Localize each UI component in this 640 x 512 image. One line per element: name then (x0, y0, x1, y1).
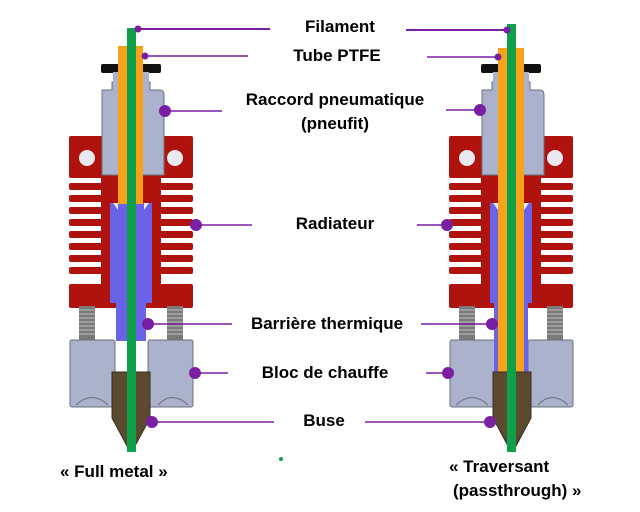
hotend-full-metal (69, 28, 194, 452)
label-barriere: Barrière thermique (250, 314, 404, 333)
label-ptfe: Tube PTFE (293, 46, 381, 65)
screw (547, 306, 563, 340)
hotend-passthrough (449, 24, 574, 452)
stray-dot (279, 457, 283, 461)
caption-full-metal: « Full metal » (60, 462, 168, 481)
screw (167, 306, 183, 340)
mount-hole (79, 150, 95, 166)
caption-passthrough-1: « Traversant (449, 457, 550, 476)
leader-lines (134, 25, 511, 428)
heater-block-right (449, 339, 574, 408)
screw (459, 306, 475, 340)
filament-left (127, 28, 136, 452)
mount-hole (167, 150, 183, 166)
screw (79, 306, 95, 340)
label-bloc: Bloc de chauffe (261, 363, 389, 382)
mount-hole (459, 150, 475, 166)
filament-right (507, 24, 516, 452)
heater-block-left (69, 339, 194, 408)
label-pneufit: Raccord pneumatique (245, 90, 425, 109)
label-buse: Buse (303, 411, 345, 430)
label-radiateur: Radiateur (295, 214, 375, 233)
label-pneufit-sub: (pneufit) (301, 114, 369, 133)
mount-hole (547, 150, 563, 166)
label-filament: Filament (305, 17, 375, 36)
caption-passthrough-2: (passthrough) » (453, 481, 582, 500)
